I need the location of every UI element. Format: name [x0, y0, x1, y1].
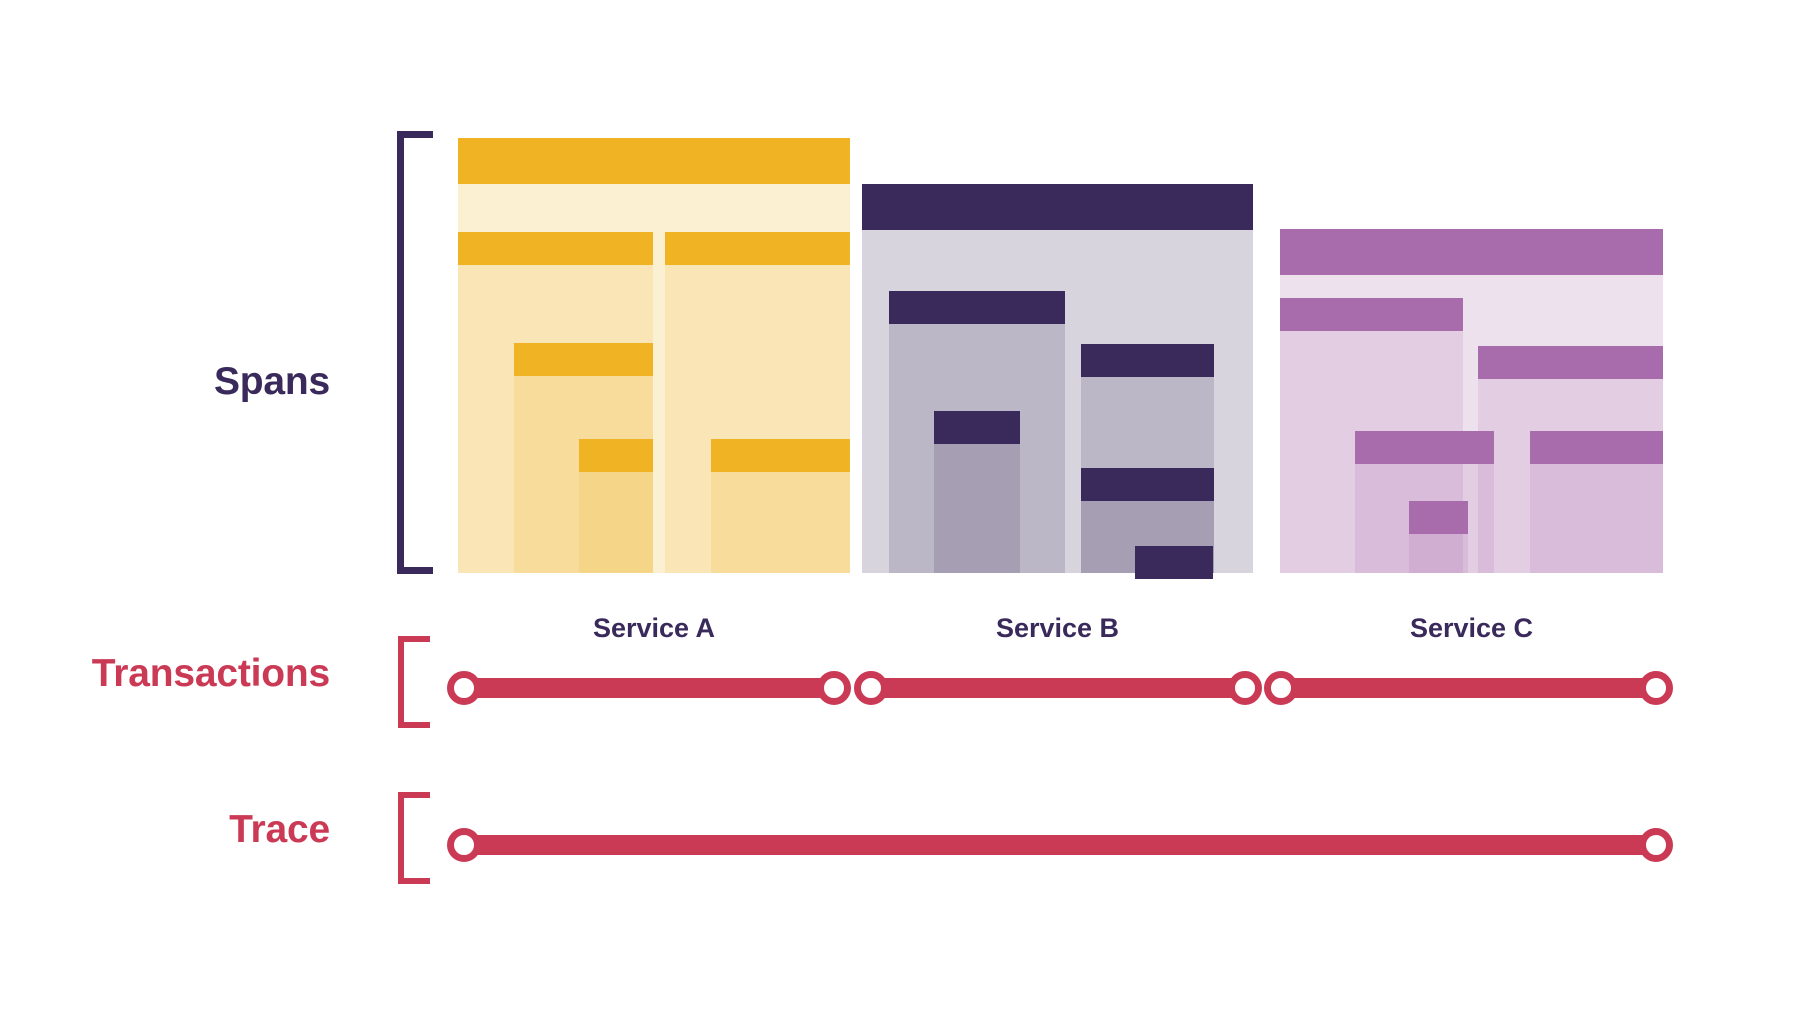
span-cap: [1409, 501, 1468, 534]
trace-row-label: Trace: [229, 808, 330, 851]
span-child-span-2[interactable]: [1478, 346, 1663, 573]
span-cap: [514, 343, 653, 376]
span-body: [1409, 534, 1468, 573]
span-cap: [458, 138, 850, 184]
spans-row-label: Spans: [213, 360, 330, 403]
trace-node-start[interactable]: [447, 828, 481, 862]
span-body: [934, 444, 1020, 573]
transaction-service-b[interactable]: [862, 678, 1252, 698]
service-label-b: Service B: [995, 613, 1120, 643]
transaction-node-c-end[interactable]: [1639, 671, 1673, 705]
span-group-service-c: [1280, 131, 1663, 573]
span-cap: [665, 232, 850, 265]
service-label-a: Service A: [592, 613, 716, 643]
span-grandchild-span-3[interactable]: [1530, 431, 1663, 573]
span-body: [889, 324, 1065, 573]
span-cap: [1530, 431, 1663, 464]
span-grandchild-span-1[interactable]: [514, 343, 653, 573]
span-cap: [934, 411, 1020, 444]
service-label-c: Service C: [1409, 613, 1534, 643]
span-child-span-1[interactable]: [889, 291, 1065, 573]
span-cap: [579, 439, 653, 472]
spans-bracket-icon: [397, 131, 433, 574]
span-body: [514, 376, 653, 573]
span-cap: [1081, 344, 1214, 377]
span-cap: [458, 232, 653, 265]
span-grandchild-span-2[interactable]: [579, 439, 653, 573]
span-child-span-1[interactable]: [458, 232, 653, 573]
span-cap: [889, 291, 1065, 324]
transaction-node-c-start[interactable]: [1264, 671, 1298, 705]
span-body: [711, 472, 850, 573]
span-grandchild-span-1[interactable]: [934, 411, 1020, 573]
span-grandchild-span-2[interactable]: [1409, 501, 1468, 573]
transaction-node-b-end[interactable]: [1228, 671, 1262, 705]
transaction-node-a-end[interactable]: [817, 671, 851, 705]
span-grandchild-span-3[interactable]: [1135, 546, 1213, 579]
span-cap: [1280, 229, 1663, 275]
trace-line[interactable]: [455, 835, 1664, 855]
span-body: [1530, 464, 1663, 573]
transaction-service-a[interactable]: [455, 678, 842, 698]
transactions-bracket-icon: [398, 636, 430, 728]
span-body: [1478, 379, 1663, 573]
span-cap: [711, 439, 850, 472]
span-cap: [862, 184, 1253, 230]
span-cap: [1478, 346, 1663, 379]
span-cap: [1280, 298, 1463, 331]
span-child-span-2[interactable]: [665, 232, 850, 573]
span-body: [579, 472, 653, 573]
transactions-row-label: Transactions: [91, 652, 330, 695]
span-cap: [1081, 468, 1214, 501]
span-body: [458, 265, 653, 573]
trace-node-end[interactable]: [1639, 828, 1673, 862]
span-grandchild-span-1[interactable]: [1355, 431, 1494, 573]
transaction-node-a-start[interactable]: [447, 671, 481, 705]
span-cap: [1355, 431, 1494, 464]
span-body: [862, 230, 1253, 573]
span-body: [665, 265, 850, 573]
span-grandchild-span-3[interactable]: [711, 439, 850, 573]
span-group-service-a: [458, 131, 850, 573]
span-root-span[interactable]: [862, 184, 1253, 573]
span-cap: [1135, 546, 1213, 579]
transaction-node-b-start[interactable]: [854, 671, 888, 705]
trace-bracket-icon: [398, 792, 430, 884]
transaction-service-c[interactable]: [1272, 678, 1664, 698]
span-group-service-b: [862, 131, 1253, 579]
